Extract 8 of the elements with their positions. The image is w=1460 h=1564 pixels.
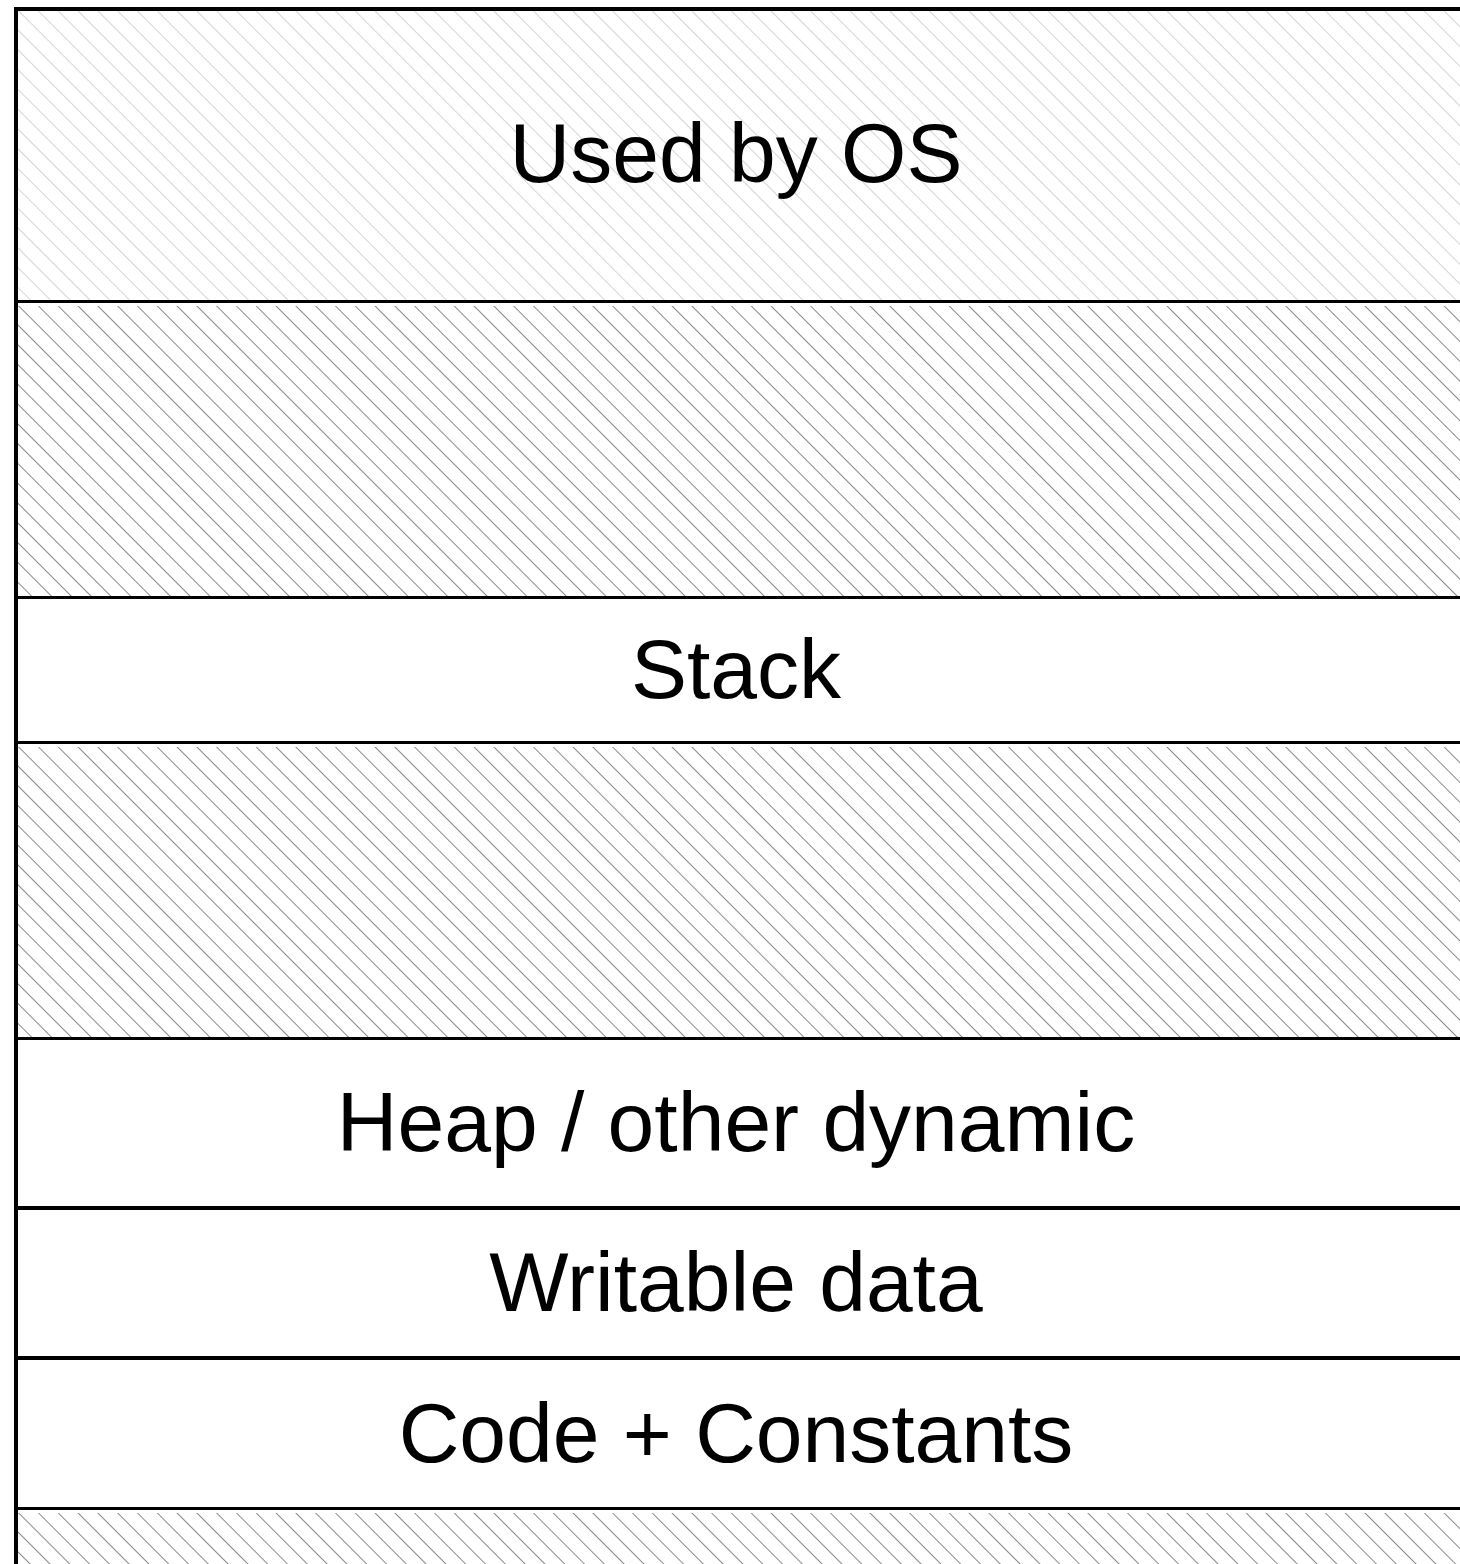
region-label: Heap / other dynamic [336,1079,1137,1170]
hatched-memory-region [18,747,1460,1040]
hatched-memory-region [18,11,1460,303]
region-label: Writable data [489,1240,984,1330]
region-label: Used by OS [509,110,964,201]
region-label: Code + Constants [398,1390,1075,1481]
region-label: Stack [630,626,843,717]
hatched-memory-region [18,306,1460,599]
